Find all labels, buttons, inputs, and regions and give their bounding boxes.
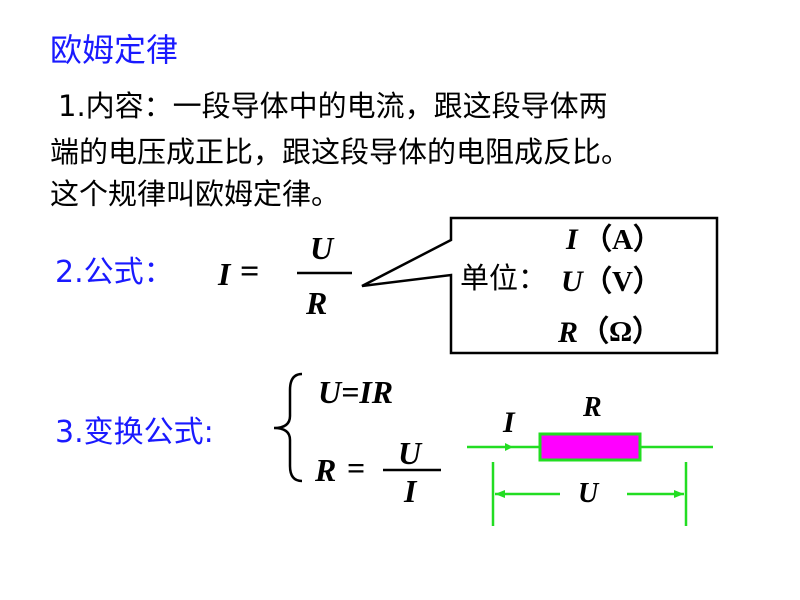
content-line-3: 这个规律叫欧姆定律。 bbox=[50, 177, 341, 211]
formula-equals: = bbox=[240, 253, 260, 290]
voltage-label: U bbox=[578, 478, 599, 509]
unit-ampere: （A） bbox=[583, 224, 662, 256]
circuit bbox=[467, 432, 713, 526]
formula-lhs: I bbox=[218, 256, 231, 292]
transform-eq1: U=IR bbox=[318, 374, 394, 410]
formula-label: 2.公式： bbox=[55, 255, 174, 290]
unit-symbol-r: R bbox=[558, 316, 579, 349]
current-arrow bbox=[505, 443, 513, 451]
unit-volt: （V） bbox=[583, 266, 662, 298]
resistor-label: R bbox=[583, 392, 602, 423]
transform-eq2-lhs: R bbox=[315, 452, 337, 488]
content-line-1: 1.内容：一段导体中的电流，跟这段导体两 bbox=[58, 89, 608, 123]
unit-symbol-u: U bbox=[561, 265, 583, 298]
slide-title: 欧姆定律 bbox=[50, 31, 179, 69]
resistor bbox=[538, 432, 642, 462]
formula-numerator: U bbox=[310, 230, 334, 266]
transform-label: 3.变换公式: bbox=[55, 415, 214, 450]
brace bbox=[273, 372, 303, 483]
transform-eq2-numerator: U bbox=[398, 435, 422, 471]
formula-denominator: R bbox=[306, 285, 328, 321]
transform-eq2-equals: = bbox=[347, 450, 366, 486]
arrow-right bbox=[674, 490, 684, 498]
unit-symbol-i: I bbox=[566, 223, 578, 256]
callout-box bbox=[361, 216, 719, 355]
content-line-2: 端的电压成正比，跟这段导体的电阻成反比。 bbox=[50, 135, 631, 169]
unit-ohm: （Ω） bbox=[580, 316, 662, 348]
transform-eq2-denominator: I bbox=[404, 473, 417, 509]
units-label: 单位： bbox=[460, 261, 548, 295]
current-label: I bbox=[503, 406, 515, 439]
arrow-left bbox=[495, 490, 505, 498]
